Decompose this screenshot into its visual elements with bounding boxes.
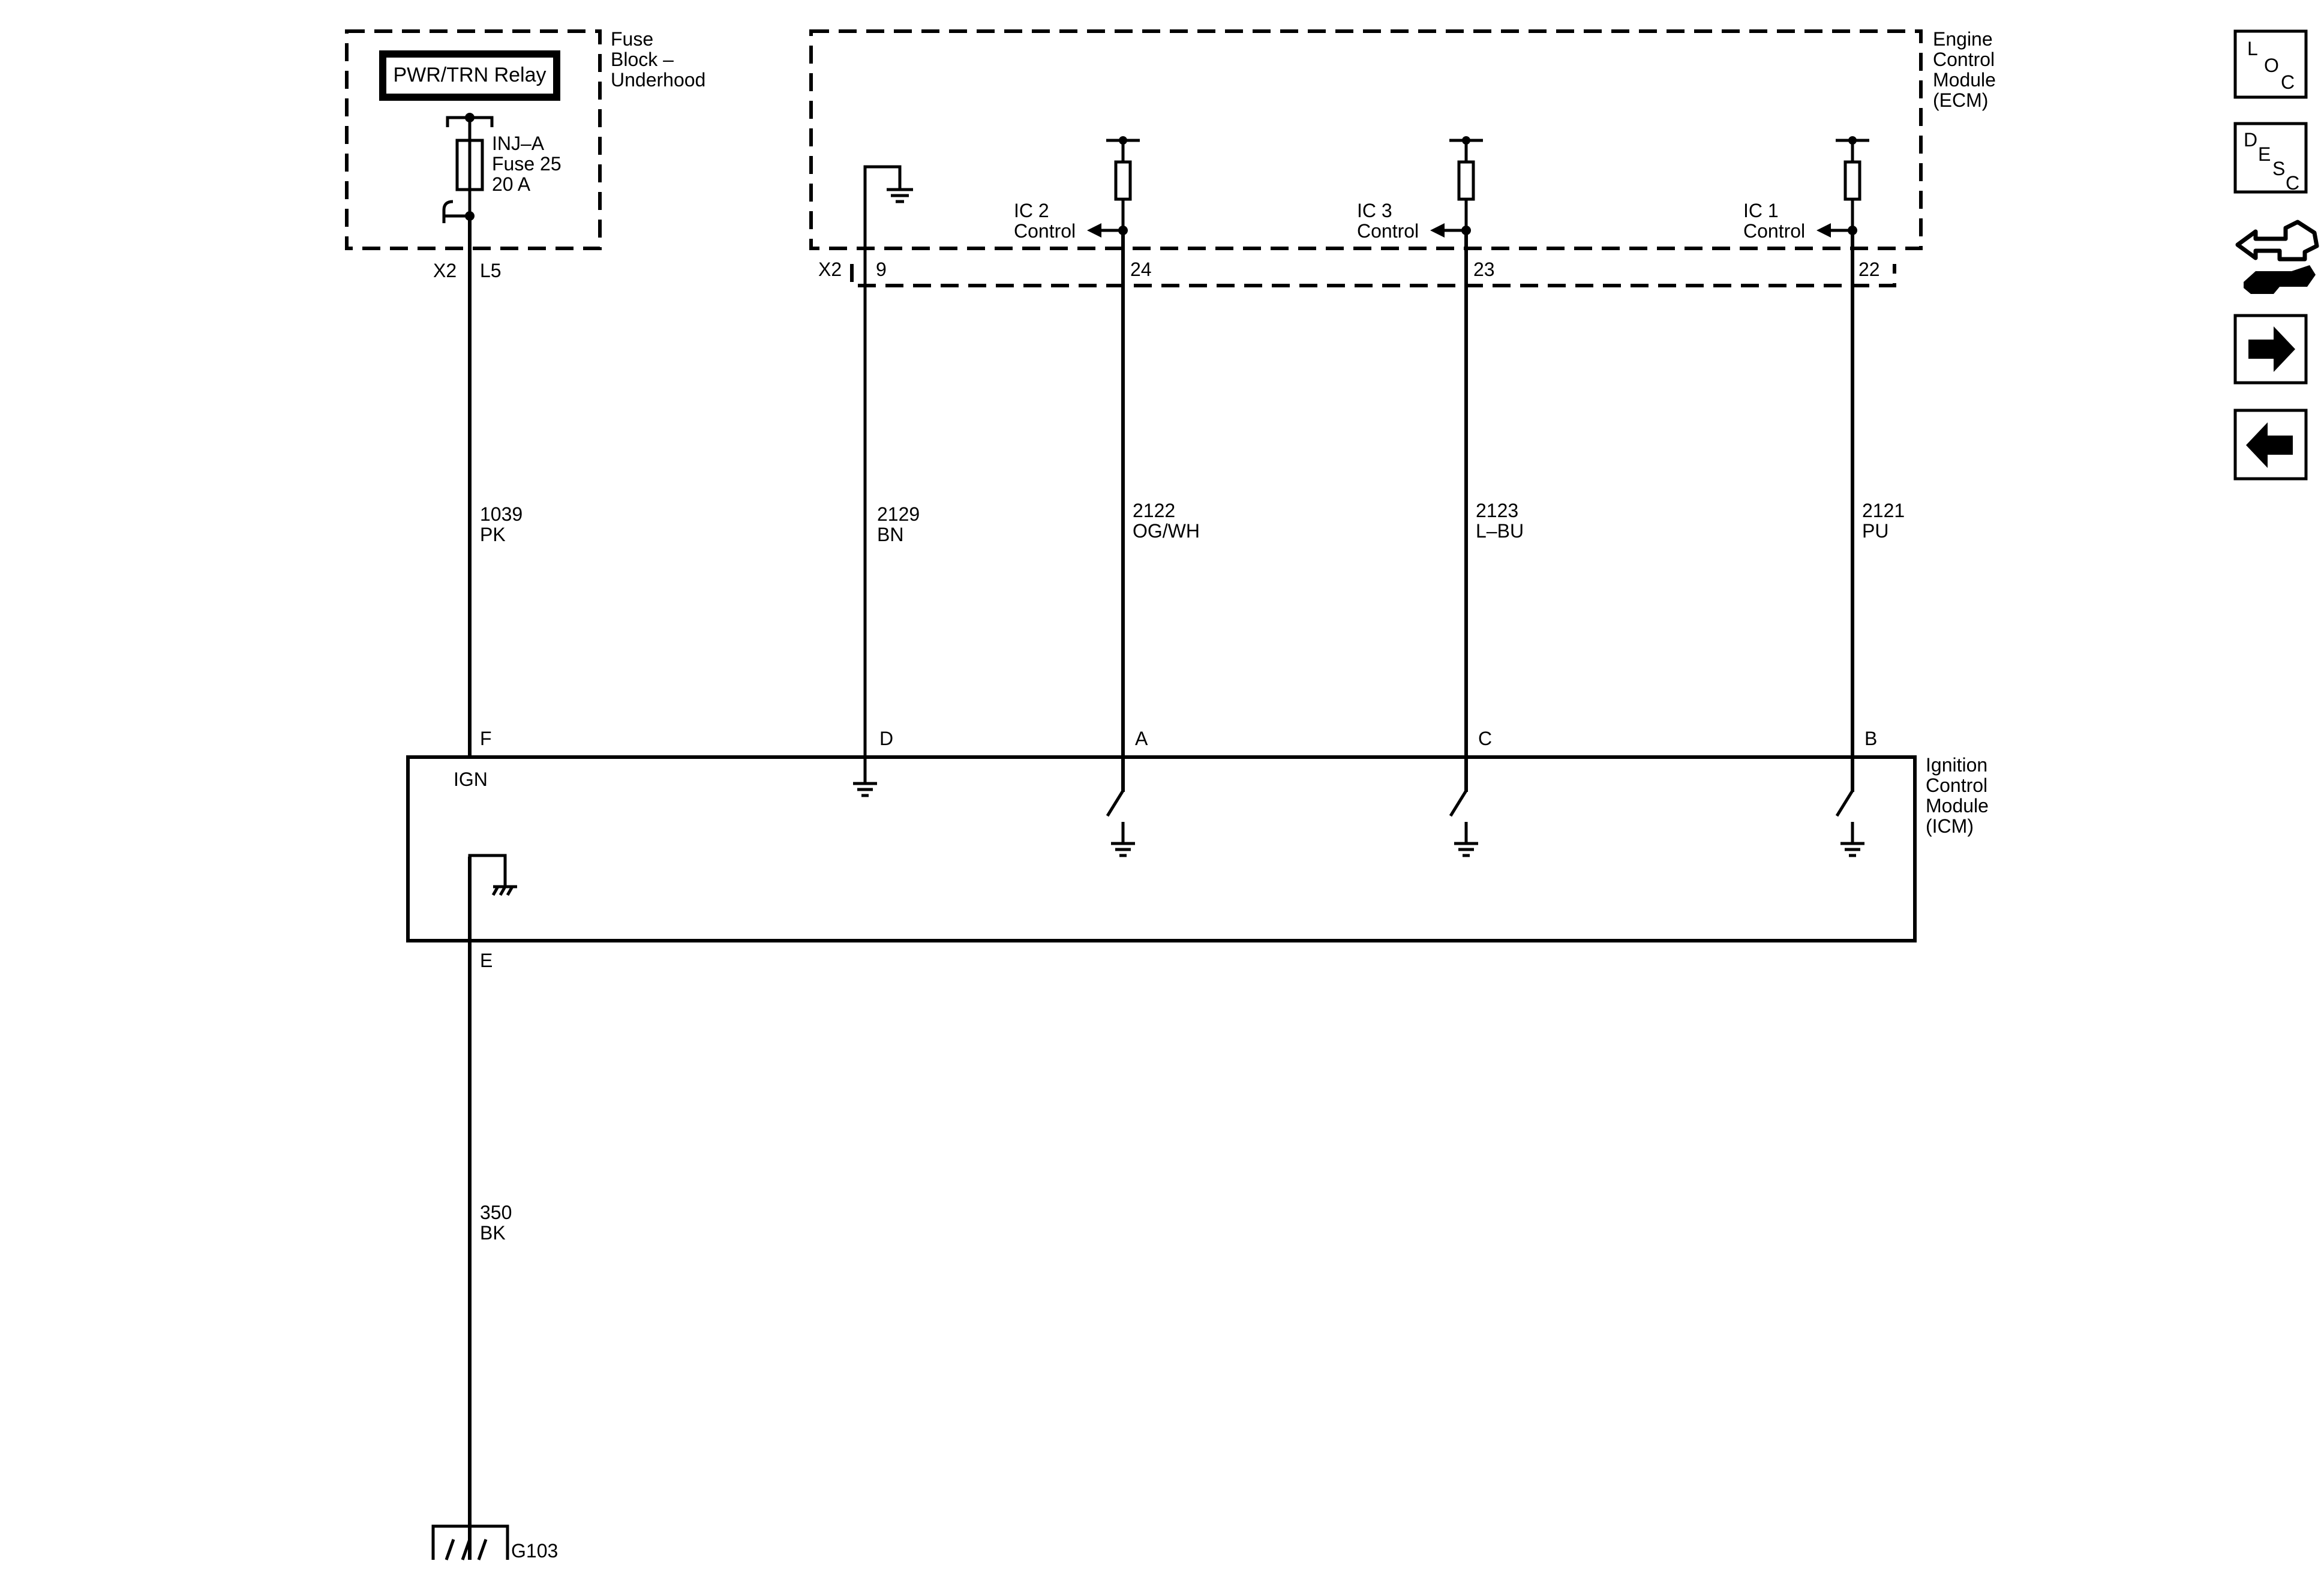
ecm-connector-x2: X2 bbox=[818, 259, 842, 280]
ecm-title-1: Engine bbox=[1933, 28, 1993, 50]
wire-2123-color: L–BU bbox=[1476, 520, 1524, 542]
fuse-label-2: Fuse 25 bbox=[492, 153, 562, 175]
engine-control-module: Engine Control Module (ECM) X2 9 24 23 2… bbox=[809, 28, 1996, 756]
fuse-connector-x2: X2 bbox=[433, 260, 457, 281]
ic2-control-output: IC 2 Control bbox=[1014, 136, 1140, 242]
fuse-block-title-3: Underhood bbox=[611, 69, 705, 91]
fuse-label-1: INJ–A bbox=[492, 133, 545, 154]
wire-1039-color: PK bbox=[480, 524, 506, 545]
icm-pin-c: C bbox=[1478, 728, 1492, 749]
icm-pin-b: B bbox=[1864, 728, 1877, 749]
ecm-title-2: Control bbox=[1933, 49, 1995, 70]
next-arrow-icon[interactable] bbox=[2233, 314, 2308, 385]
fuse-block-underhood: Fuse Block – Underhood PWR/TRN Relay INJ… bbox=[345, 28, 705, 281]
ic3-label-1: IC 3 bbox=[1357, 200, 1392, 221]
wire-2121-circuit: 2121 bbox=[1862, 500, 1905, 521]
ecm-title-3: Module bbox=[1933, 69, 1996, 91]
wire-2122-color: OG/WH bbox=[1133, 520, 1200, 542]
icm-title-4: (ICM) bbox=[1926, 815, 1974, 837]
loc-letter-o: O bbox=[2264, 55, 2279, 76]
desc-icon[interactable]: D E S C bbox=[2233, 122, 2308, 194]
desc-letter-d: D bbox=[2244, 129, 2257, 151]
ecm-pin-22: 22 bbox=[1858, 259, 1880, 280]
ecm-pin-9: 9 bbox=[876, 259, 887, 280]
icm-pin-e: E bbox=[480, 950, 493, 971]
ic1-control-output: IC 1 Control bbox=[1743, 136, 1869, 242]
icm-switch-c bbox=[1449, 757, 1478, 857]
fuse-pin-l5: L5 bbox=[480, 260, 502, 281]
ic3-label-2: Control bbox=[1357, 220, 1419, 242]
fuse-block-title-2: Block – bbox=[611, 49, 674, 70]
wire-2122-circuit: 2122 bbox=[1133, 500, 1175, 521]
icm-pin-d: D bbox=[879, 728, 893, 749]
ic1-label-2: Control bbox=[1743, 220, 1805, 242]
connector-swap-icon[interactable] bbox=[2235, 220, 2319, 294]
fuse-label-3: 20 A bbox=[492, 173, 531, 195]
wire-2123-circuit: 2123 bbox=[1476, 500, 1518, 521]
loc-icon[interactable]: L O C bbox=[2233, 29, 2308, 99]
loc-letter-c: C bbox=[2281, 71, 2295, 93]
ignition-control-module: Ignition Control Module (ICM) F D A C B … bbox=[406, 728, 1989, 971]
ecm-pin-24: 24 bbox=[1130, 259, 1152, 280]
ecm-title-4: (ECM) bbox=[1933, 89, 1988, 111]
loc-letter-l: L bbox=[2247, 38, 2258, 59]
wire-2121-color: PU bbox=[1862, 520, 1888, 542]
desc-letter-s: S bbox=[2272, 158, 2285, 179]
icm-pin-a: A bbox=[1135, 728, 1148, 749]
ground-g103: G103 bbox=[431, 1524, 558, 1562]
wire-350-circuit: 350 bbox=[480, 1202, 512, 1223]
icm-ign-label: IGN bbox=[454, 769, 488, 790]
icm-title-1: Ignition bbox=[1926, 754, 1987, 776]
ic1-label-1: IC 1 bbox=[1743, 200, 1779, 221]
wires: 1039 PK 2129 BN 2122 OG/WH 2123 L–BU 212… bbox=[468, 216, 1905, 1560]
wire-2129-circuit: 2129 bbox=[877, 503, 920, 525]
nav-buttons: L O C D E S C bbox=[2233, 29, 2319, 481]
ic3-control-output: IC 3 Control bbox=[1357, 136, 1483, 242]
wire-2129-color: BN bbox=[877, 524, 903, 545]
wire-1039-circuit: 1039 bbox=[480, 503, 523, 525]
icm-title-2: Control bbox=[1926, 775, 1987, 796]
wire-350-color: BK bbox=[480, 1222, 506, 1244]
icm-switch-b bbox=[1835, 757, 1864, 857]
ecm-pin-23: 23 bbox=[1473, 259, 1495, 280]
pwr-trn-relay-box bbox=[379, 50, 560, 101]
ic2-label-2: Control bbox=[1014, 220, 1076, 242]
previous-arrow-icon[interactable] bbox=[2233, 409, 2308, 481]
icm-switch-a bbox=[1106, 757, 1135, 857]
desc-letter-e: E bbox=[2258, 143, 2271, 165]
icm-pin-f: F bbox=[480, 728, 492, 749]
fuse-block-title-1: Fuse bbox=[611, 28, 653, 50]
pwr-trn-relay-label: PWR/TRN Relay bbox=[393, 64, 546, 86]
ic2-label-1: IC 2 bbox=[1014, 200, 1049, 221]
desc-letter-c: C bbox=[2286, 172, 2299, 194]
ground-g103-label: G103 bbox=[511, 1540, 558, 1562]
icm-title-3: Module bbox=[1926, 795, 1989, 816]
